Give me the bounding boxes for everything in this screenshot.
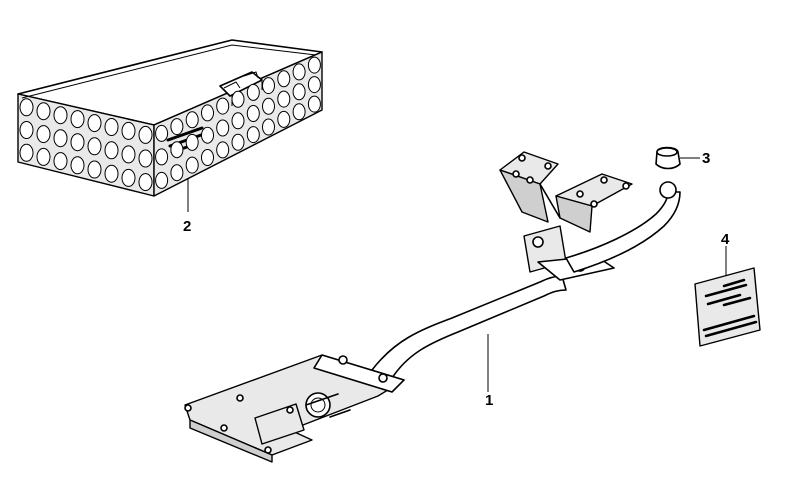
- box-hole: [36, 102, 51, 121]
- box-hole: [87, 114, 102, 133]
- box-hole: [201, 126, 214, 144]
- box-hole: [246, 105, 260, 122]
- box-hole: [262, 77, 275, 95]
- box-hole: [246, 83, 260, 101]
- box-hole: [307, 56, 321, 74]
- box-hole: [121, 121, 136, 140]
- box-hole: [185, 133, 199, 151]
- box-hole: [246, 126, 260, 144]
- box-hole: [231, 90, 245, 108]
- box-hole: [87, 160, 102, 179]
- box-hole: [19, 143, 34, 162]
- box-hole: [70, 110, 85, 129]
- box-hole: [70, 133, 85, 152]
- ball-cap: [655, 146, 681, 170]
- box-hole: [170, 118, 184, 136]
- storage-box: [17, 39, 323, 197]
- box-hole: [216, 97, 230, 115]
- box-hole: [307, 76, 321, 94]
- box-hole: [36, 147, 51, 166]
- callout-1: 1: [485, 392, 494, 409]
- box-hole: [185, 111, 199, 129]
- box-hole: [231, 133, 245, 151]
- box-hole: [231, 112, 245, 130]
- box-hole: [53, 129, 68, 148]
- box-hole: [104, 141, 119, 160]
- callout-4: 4: [721, 231, 730, 248]
- box-hole: [277, 70, 291, 88]
- box-hole: [201, 149, 214, 166]
- box-hole: [216, 141, 230, 159]
- box-hole: [155, 171, 169, 189]
- box-hole: [53, 152, 68, 171]
- callout-2: 2: [183, 218, 192, 235]
- box-hole: [138, 173, 153, 192]
- tow-bar: [184, 151, 681, 463]
- box-hole: [292, 83, 306, 101]
- box-hole: [307, 95, 321, 113]
- box-hole: [104, 118, 119, 136]
- box-hole: [262, 97, 275, 115]
- box-hole: [121, 145, 136, 164]
- box-hole: [87, 137, 102, 156]
- box-hole: [138, 125, 153, 144]
- box-hole: [277, 90, 291, 108]
- box-hole: [104, 164, 119, 183]
- box-hole: [216, 119, 230, 137]
- box-hole: [53, 106, 68, 125]
- box-hole: [170, 141, 184, 159]
- box-hole: [138, 149, 153, 168]
- label-sticker: [694, 267, 761, 347]
- box-hole: [19, 98, 34, 117]
- box-hole: [292, 103, 306, 121]
- box-hole: [19, 121, 34, 139]
- box-hole: [201, 104, 214, 122]
- box-hole: [170, 164, 184, 182]
- box-hole: [70, 156, 85, 175]
- box-hole: [155, 124, 169, 142]
- box-hole: [36, 125, 51, 144]
- box-hole: [121, 168, 136, 187]
- callout-3: 3: [702, 150, 711, 167]
- box-hole: [277, 110, 291, 128]
- box-hole: [155, 148, 169, 166]
- box-hole: [185, 156, 199, 174]
- box-hole: [292, 63, 306, 81]
- box-hole: [262, 118, 275, 136]
